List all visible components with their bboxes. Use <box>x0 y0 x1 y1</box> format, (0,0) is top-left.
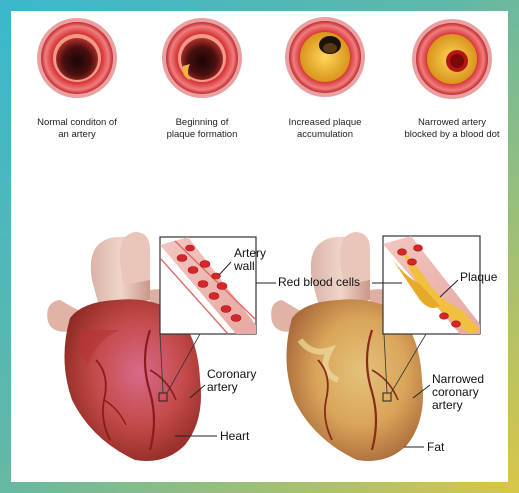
label-artery-wall: Artery wall <box>234 247 266 273</box>
cross-section-normal <box>37 18 117 98</box>
label-line: wall <box>234 260 266 273</box>
label-fat: Fat <box>427 441 444 454</box>
label-heart: Heart <box>220 430 249 443</box>
cross-section-increased-plaque <box>285 17 365 97</box>
label-narrowed-coronary-artery: Narrowed coronary artery <box>432 373 484 412</box>
caption-line: Increased plaque <box>265 117 385 129</box>
label-line: Heart <box>220 430 249 443</box>
caption-line: an artery <box>17 129 137 141</box>
caption-line: plaque formation <box>142 129 262 141</box>
caption-plaque-accumulation: Increased plaque accumulation <box>265 117 385 141</box>
label-coronary-artery: Coronary artery <box>207 368 256 394</box>
cross-section-early-plaque <box>162 18 242 98</box>
caption-normal-artery: Normal conditon of an artery <box>17 117 137 141</box>
caption-line: blocked by a blood dot <box>392 129 512 141</box>
caption-line: accumulation <box>265 129 385 141</box>
inset-narrowed-artery <box>383 236 480 334</box>
label-line: artery <box>207 381 256 394</box>
caption-line: Beginning of <box>142 117 262 129</box>
label-line: Plaque <box>460 271 497 284</box>
label-red-blood-cells: Red blood cells <box>278 276 360 289</box>
label-line: Red blood cells <box>278 276 360 289</box>
caption-blocked-artery: Narrowed artery blocked by a blood dot <box>392 117 512 141</box>
label-line: Fat <box>427 441 444 454</box>
caption-line: Narrowed artery <box>392 117 512 129</box>
label-plaque: Plaque <box>460 271 497 284</box>
caption-plaque-formation: Beginning of plaque formation <box>142 117 262 141</box>
caption-line: Normal conditon of <box>17 117 137 129</box>
cross-section-blocked <box>412 19 492 99</box>
label-line: artery <box>432 399 484 412</box>
